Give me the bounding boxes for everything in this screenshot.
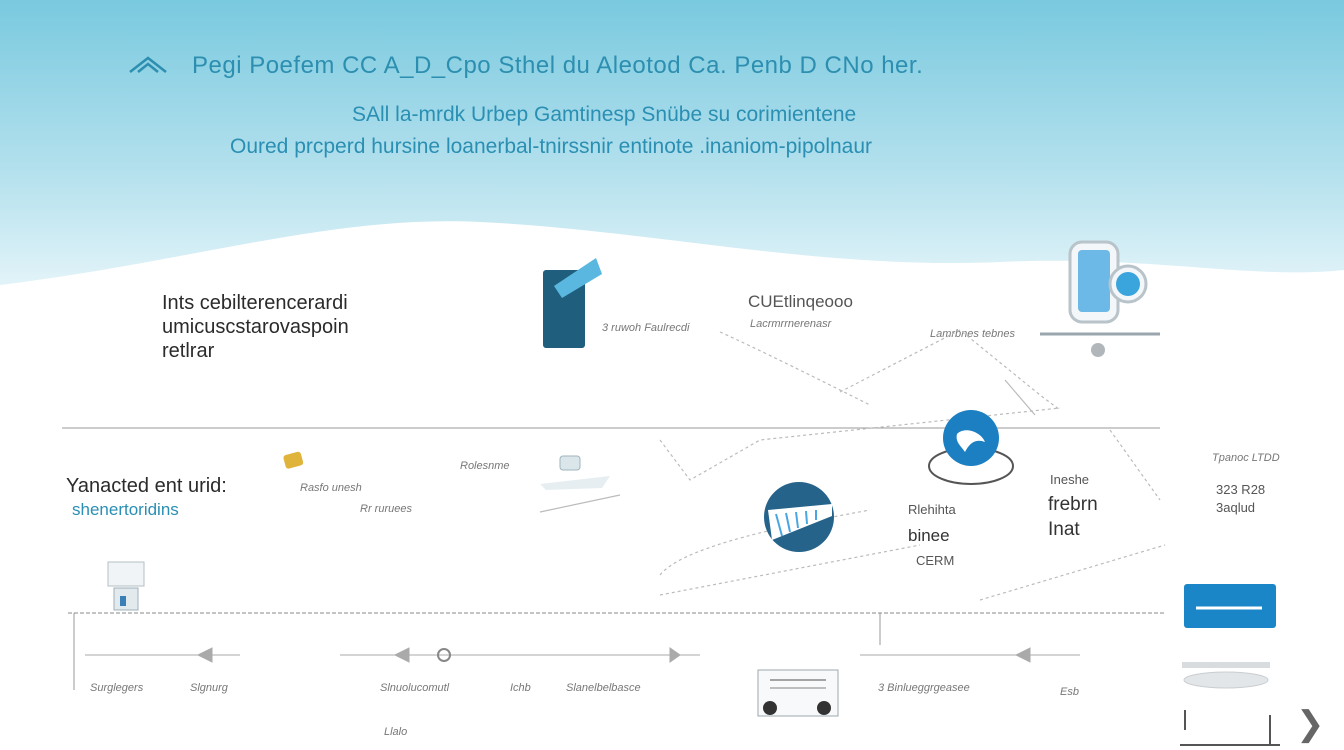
timeline-label-5: Slanelbelbasce (566, 682, 641, 694)
scribble-top-1: 3 ruwoh Faulrecdi (602, 322, 690, 334)
right-label-2b: frebrn (1048, 494, 1098, 515)
timeline-label-1: Surglegers (90, 682, 144, 694)
right-label-1b: binee (908, 526, 950, 545)
scribble-top-3: Lamrbnes tebnes (930, 328, 1015, 340)
blue-folder-icon (1182, 584, 1278, 699)
timeline-label-7: Esb (1060, 686, 1079, 698)
logo-icon (128, 52, 168, 85)
next-arrow-button[interactable]: ❯ (1296, 706, 1325, 742)
chart-icon (762, 480, 836, 559)
folder-icon (282, 447, 306, 476)
scribble-mid-1: Rasfo unesh (300, 482, 362, 494)
right-label-3c: 3aqlud (1216, 500, 1256, 515)
timeline-label-6: 3 Binlueggrgeasee (878, 682, 970, 694)
right-label-2c: Inat (1048, 519, 1080, 540)
tray-icon (540, 452, 610, 497)
right-label-3b: 323 R28 (1216, 482, 1266, 497)
scribble-top-2: Lacrmrrnerenasr (750, 318, 832, 330)
globe-icon (925, 408, 1019, 503)
left-note-line-2: umicuscstarovaspoin (162, 316, 349, 338)
header-subtitle-2: Oured prcperd hursine loanerbal-tnirssni… (230, 135, 873, 158)
camera-icon (756, 668, 840, 725)
scribble-mid-3: Rr ruruees (360, 503, 412, 515)
header-title: Pegi Poefem CC A_D_Cpo Sthel du Aleotod … (192, 52, 924, 79)
timeline-label-2: Slgnurg (190, 682, 228, 694)
header-subtitle-1: SAll la-mrdk Urbep Gamtinesp Snübe su co… (352, 103, 857, 126)
hero-background (0, 0, 1344, 300)
phone-icon (540, 256, 610, 357)
timeline-label-3: Slnuolucomutl (380, 682, 450, 694)
bottom-label: Llalo (384, 726, 408, 738)
arrow-right-icon: ❯ (1296, 705, 1325, 743)
mid-left-title: Yanacted ent urid: (66, 475, 227, 497)
right-label-1c: CERM (916, 553, 955, 568)
device-icon (1040, 238, 1160, 365)
right-label-3a: Tpanoc LTDD (1212, 452, 1280, 464)
center-label: CUEtlinqeooo (748, 292, 853, 311)
left-note-line-3: retlrar (162, 340, 215, 362)
mid-left-subtitle: shenertoridins (72, 500, 179, 519)
left-note-line-1: Ints cebilterencerardi (162, 292, 348, 314)
timeline-label-4: Ichb (510, 682, 531, 694)
document-icon (107, 552, 178, 621)
right-label-2a: Ineshe (1050, 472, 1090, 487)
scribble-mid-2: Rolesnme (460, 460, 510, 472)
right-label-1a: Rlehihta (908, 502, 956, 517)
